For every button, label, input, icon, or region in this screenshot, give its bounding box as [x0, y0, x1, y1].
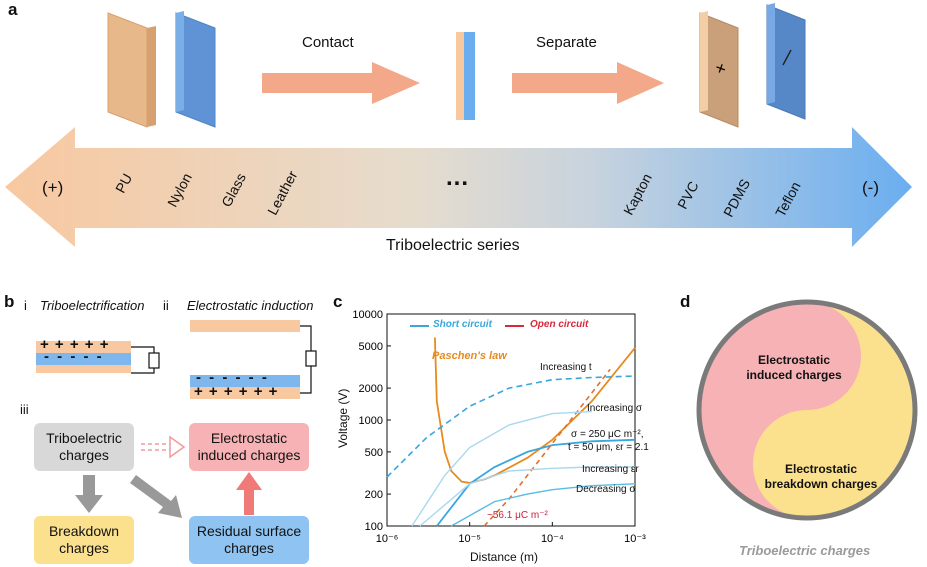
- series-label: Triboelectric series: [386, 237, 520, 254]
- panel-a-letter: a: [8, 0, 18, 19]
- contact-label: Contact: [302, 34, 354, 51]
- x-tick-label: 10⁻⁵: [458, 533, 481, 545]
- panel-c-letter: c: [333, 292, 343, 311]
- panel-a-graphic: +: [5, 3, 912, 247]
- box-induced-charges: Electrostatic induced charges: [189, 423, 309, 471]
- step-ii-label: ii: [163, 298, 169, 313]
- decreasing-sigma-curve: [450, 483, 636, 527]
- increasing-t-curve: [386, 375, 636, 478]
- panel-d-graphic: [696, 299, 918, 521]
- ellipsis: ...: [446, 164, 470, 191]
- increasing-sigma-curve: [411, 410, 592, 527]
- positive-row-ii: + + + + + +: [194, 383, 279, 400]
- positive-row-i: + + + + +: [40, 336, 110, 353]
- annotation-increasing-eps: Increasing εr: [582, 464, 639, 475]
- negative-row-i: - - - - -: [44, 348, 104, 365]
- residual-arrow: [130, 475, 182, 518]
- increasing-eps-curve: [419, 466, 635, 527]
- contact-plate-left: [456, 32, 464, 120]
- box-breakdown-charges: Breakdown charges: [34, 516, 134, 564]
- y-tick-label: 10000: [352, 309, 383, 321]
- induction-arrow: [236, 472, 262, 515]
- x-axis-label: Distance (m): [470, 550, 539, 564]
- step-i-label: i: [24, 298, 27, 313]
- caption-triboelectric-charges: Triboelectric charges: [739, 543, 871, 558]
- positive-end-label: (+): [42, 178, 64, 197]
- x-tick-label: 10⁻⁴: [541, 533, 564, 545]
- step-ii-title: Electrostatic induction: [187, 298, 314, 313]
- minus-mark: [782, 49, 792, 66]
- step-iii-label: iii: [20, 402, 29, 417]
- separate-label: Separate: [536, 34, 597, 51]
- induced-region: [699, 302, 861, 518]
- negative-end-label: (-): [862, 178, 879, 197]
- separate-arrow: [512, 62, 664, 104]
- y-tick-label: 100: [365, 521, 383, 533]
- step-i-title: Triboelectrification: [40, 298, 145, 313]
- legend-open-circuit: Open circuit: [530, 319, 589, 330]
- threshold-open-circuit-curve: [483, 368, 611, 527]
- paschen-label: Paschen's law: [432, 350, 507, 362]
- label-breakdown-charges: Electrostatic breakdown charges: [764, 462, 878, 491]
- box-triboelectric-charges: Triboelectric charges: [34, 423, 134, 471]
- annotation-decreasing-sigma: Decreasing σ: [576, 484, 636, 495]
- y-tick-label: 1000: [359, 415, 383, 427]
- annotation-increasing-t: Increasing t: [540, 362, 592, 373]
- contact-plate-right: [464, 32, 475, 120]
- contact-arrow: [262, 62, 420, 104]
- plot-frame: [386, 313, 636, 527]
- annotation-params-2: t = 50 μm, εr = 2.1: [568, 442, 649, 453]
- x-tick-label: 10⁻⁶: [376, 533, 399, 545]
- label-induced-charges: Electrostatic induced charges: [746, 353, 842, 382]
- y-tick-label: 500: [365, 447, 383, 459]
- y-tick-label: 5000: [359, 341, 383, 353]
- triboelectric-series-arrow: [5, 127, 912, 247]
- breakdown-arrow: [75, 475, 103, 513]
- panel-b-letter: b: [4, 292, 15, 311]
- panel-c-chart: 100 200 500 1000 2000 5000 10000 10⁻⁶ 10⁻⁵ 10⁻⁴ 10…: [352, 309, 646, 545]
- annotation-increasing-sigma: Increasing σ: [587, 403, 643, 414]
- annotation-threshold: ~56.1 μC m⁻²: [487, 510, 548, 521]
- y-tick-label: 200: [365, 489, 383, 501]
- x-tick-label: 10⁻³: [624, 533, 646, 545]
- negative-row-ii: - - - - - -: [196, 369, 269, 386]
- legend-short-circuit: Short circuit: [433, 319, 492, 330]
- annotation-params-1: σ = 250 μC m⁻²,: [571, 429, 644, 440]
- panel-b-graphic: [36, 320, 317, 518]
- pu-plate: [107, 12, 148, 128]
- y-tick-label: 2000: [359, 383, 383, 395]
- panel-d-letter: d: [680, 292, 691, 311]
- box-residual-charges: Residual surface charges: [189, 516, 309, 564]
- y-axis-label: Voltage (V): [336, 388, 350, 448]
